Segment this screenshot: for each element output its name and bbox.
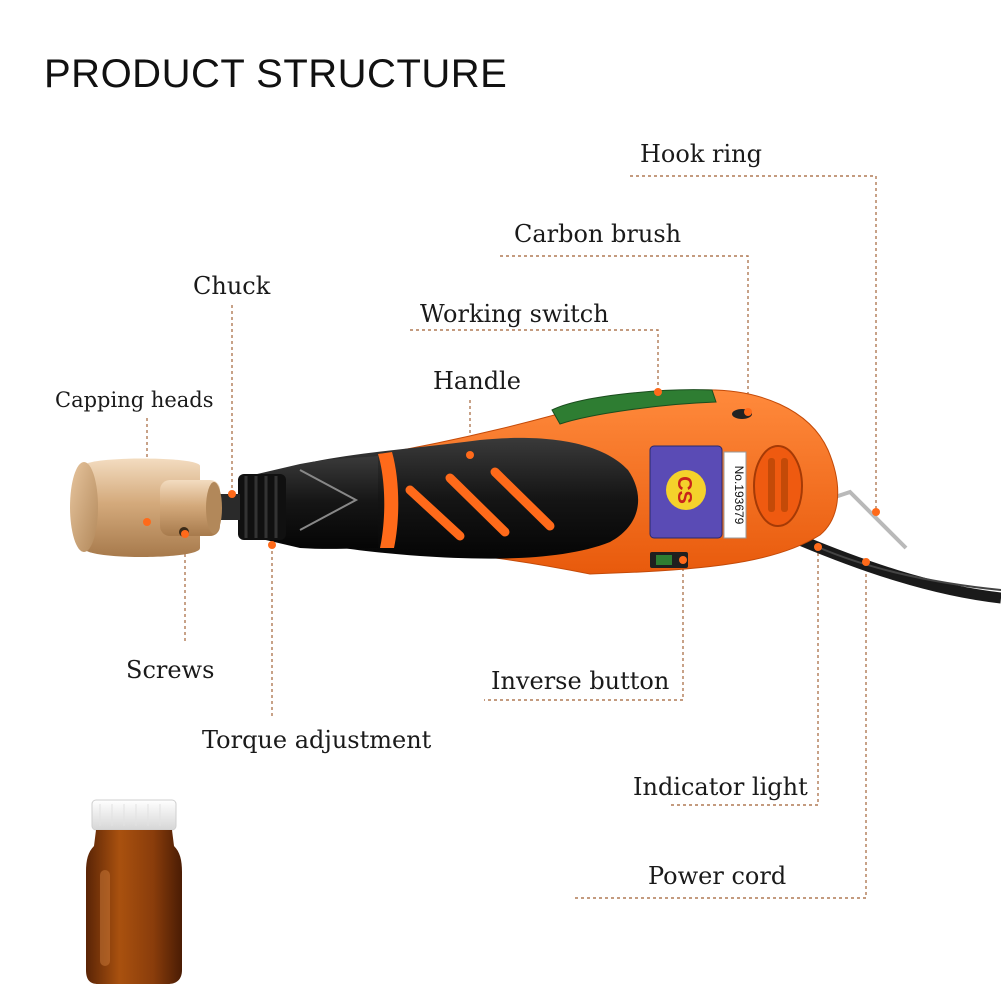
dot-capping-heads xyxy=(143,518,151,526)
leader-carbon-brush xyxy=(500,255,749,412)
dot-indicator-light xyxy=(814,543,822,551)
amber-bottle xyxy=(86,799,182,984)
page-title: PRODUCT STRUCTURE xyxy=(44,52,508,96)
leader-lines xyxy=(146,175,877,899)
dot-carbon-brush xyxy=(744,408,752,416)
dot-chuck xyxy=(228,490,236,498)
tool-nose xyxy=(212,456,378,549)
tool-body: CS No.193679 xyxy=(312,389,839,575)
power-cord xyxy=(797,534,1001,604)
label-carbon-brush: Carbon brush xyxy=(514,220,682,248)
label-power-cord: Power cord xyxy=(648,862,787,890)
marker-dots xyxy=(143,388,880,566)
dot-hook-ring xyxy=(872,508,880,516)
leader-working-switch xyxy=(410,329,659,392)
leader-power-cord xyxy=(575,562,867,899)
label-working-switch: Working switch xyxy=(420,300,609,328)
label-capping-heads: Capping heads xyxy=(55,388,214,412)
dot-working-switch xyxy=(654,388,662,396)
leader-hook-ring xyxy=(630,175,877,512)
capping-head xyxy=(70,458,222,557)
brand-logo: CS xyxy=(673,476,695,504)
leader-indicator-light xyxy=(668,547,819,806)
label-hook-ring: Hook ring xyxy=(640,140,762,168)
hook-ring xyxy=(825,489,908,550)
leader-inverse-button xyxy=(484,562,684,701)
working-switch xyxy=(551,389,717,425)
serial-number: No.193679 xyxy=(732,466,746,525)
dot-screws xyxy=(181,530,189,538)
label-torque-adjustment: Torque adjustment xyxy=(202,726,432,754)
label-chuck: Chuck xyxy=(193,272,271,300)
dot-inverse-button xyxy=(679,556,687,564)
label-indicator-light: Indicator light xyxy=(633,773,808,801)
dot-torque xyxy=(268,541,276,549)
label-screws: Screws xyxy=(126,656,215,684)
dot-power-cord xyxy=(862,558,870,566)
label-handle: Handle xyxy=(433,367,521,395)
label-inverse-button: Inverse button xyxy=(491,667,670,695)
dot-handle xyxy=(466,451,474,459)
